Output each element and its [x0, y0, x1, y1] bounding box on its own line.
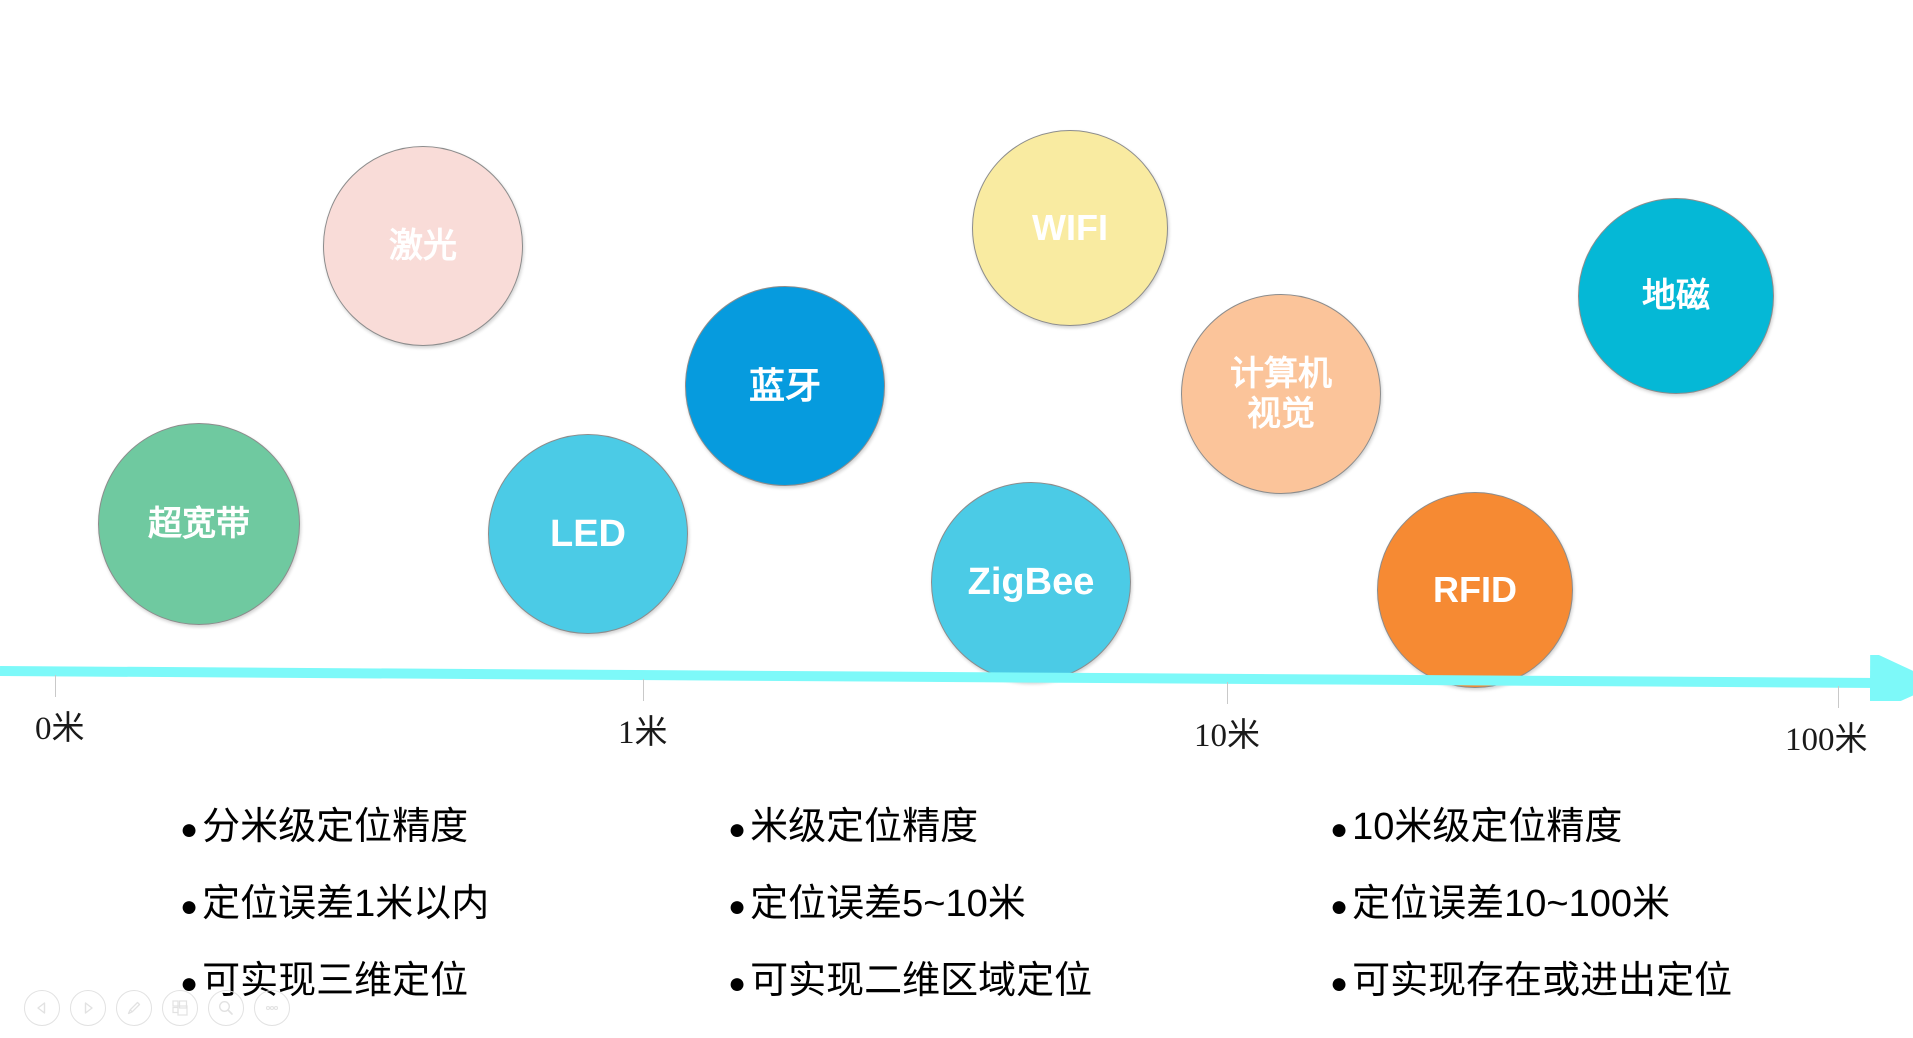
- ellipsis-icon: [265, 1005, 279, 1011]
- bullet-text: 定位误差10~100米: [1352, 883, 1670, 925]
- bullet-item: ●米级定位精度: [728, 795, 1092, 850]
- bubble-3[interactable]: LED: [488, 434, 688, 634]
- bullet-marker-icon: ●: [180, 813, 199, 846]
- bubble-label: 激光: [389, 226, 457, 265]
- bubble-label: WIFI: [1032, 206, 1108, 248]
- axis-arrow-icon: [0, 655, 1913, 701]
- bullet-item: ●定位误差1米以内: [180, 872, 489, 927]
- bubble-4[interactable]: 蓝牙: [685, 286, 885, 486]
- bullet-text: 可实现存在或进出定位: [1352, 960, 1733, 1002]
- axis-tick: [55, 675, 56, 698]
- distance-axis: 0米 1米 10米 100米: [0, 655, 1913, 758]
- slide-overview-button[interactable]: [162, 990, 198, 1026]
- bullet-column-3: ●10米级定位精度●定位误差10~100米●可实现存在或进出定位: [1330, 795, 1732, 1026]
- bullet-item: ●可实现二维区域定位: [728, 949, 1092, 1004]
- zoom-button[interactable]: [208, 990, 244, 1026]
- more-options-button[interactable]: [254, 990, 290, 1026]
- grid-icon: [172, 1000, 188, 1016]
- triangle-right-icon: [84, 1002, 93, 1014]
- bullet-marker-icon: ●: [728, 890, 747, 923]
- next-slide-button[interactable]: [70, 990, 106, 1026]
- bullet-item: ●可实现三维定位: [180, 949, 489, 1004]
- bullet-text: 定位误差1米以内: [202, 883, 490, 925]
- bullet-item: ●定位误差10~100米: [1330, 872, 1732, 927]
- bullet-item: ●分米级定位精度: [180, 795, 489, 850]
- bubble-label: 计算机 视觉: [1230, 354, 1332, 433]
- bubble-1[interactable]: 超宽带: [98, 423, 300, 625]
- axis-tick: [1838, 685, 1839, 708]
- bubble-label: 蓝牙: [748, 364, 821, 406]
- bubble-9[interactable]: 地磁: [1578, 198, 1774, 394]
- axis-tick-label: 1米: [618, 714, 668, 751]
- pen-tool-button[interactable]: [116, 990, 152, 1026]
- bullet-text: 米级定位精度: [750, 806, 979, 848]
- axis-tick-label: 10米: [1194, 718, 1260, 755]
- bullet-marker-icon: ●: [728, 813, 747, 846]
- axis-tick: [643, 678, 644, 701]
- bullet-column-2: ●米级定位精度●定位误差5~10米●可实现二维区域定位: [728, 795, 1092, 1026]
- bubble-7[interactable]: 计算机 视觉: [1181, 294, 1381, 494]
- bubble-label: RFID: [1433, 568, 1517, 610]
- bubble-8[interactable]: RFID: [1377, 492, 1573, 688]
- bullet-text: 10米级定位精度: [1352, 806, 1623, 848]
- bullet-text: 可实现三维定位: [202, 960, 469, 1002]
- bullet-text: 可实现二维区域定位: [750, 960, 1093, 1002]
- bullet-marker-icon: ●: [728, 967, 747, 1000]
- pen-icon: [127, 1001, 141, 1015]
- axis-tick-label: 0米: [35, 711, 85, 748]
- axis-tick: [1227, 682, 1228, 705]
- bullet-item: ●可实现存在或进出定位: [1330, 949, 1732, 1004]
- bullet-marker-icon: ●: [1330, 890, 1349, 923]
- previous-slide-button[interactable]: [24, 990, 60, 1026]
- triangle-left-icon: [37, 1002, 46, 1014]
- bubble-5[interactable]: WIFI: [972, 130, 1168, 326]
- bubble-label: LED: [550, 512, 626, 555]
- bubble-label: ZigBee: [967, 560, 1095, 603]
- magnifier-icon: [218, 1000, 233, 1015]
- bullet-marker-icon: ●: [180, 890, 199, 923]
- bullet-item: ●10米级定位精度: [1330, 795, 1732, 850]
- bullet-column-1: ●分米级定位精度●定位误差1米以内●可实现三维定位: [180, 795, 489, 1026]
- bubble-label: 超宽带: [148, 504, 250, 543]
- bubble-2[interactable]: 激光: [323, 146, 523, 346]
- bullet-marker-icon: ●: [1330, 813, 1349, 846]
- bullet-marker-icon: ●: [1330, 967, 1349, 1000]
- bubble-6[interactable]: ZigBee: [931, 482, 1131, 682]
- bullet-text: 分米级定位精度: [202, 806, 469, 848]
- bullet-text: 定位误差5~10米: [750, 883, 1026, 925]
- bubble-label: 地磁: [1642, 276, 1710, 315]
- presentation-toolbar[interactable]: [24, 990, 290, 1026]
- axis-tick-label: 100米: [1785, 721, 1868, 758]
- bullet-item: ●定位误差5~10米: [728, 872, 1092, 927]
